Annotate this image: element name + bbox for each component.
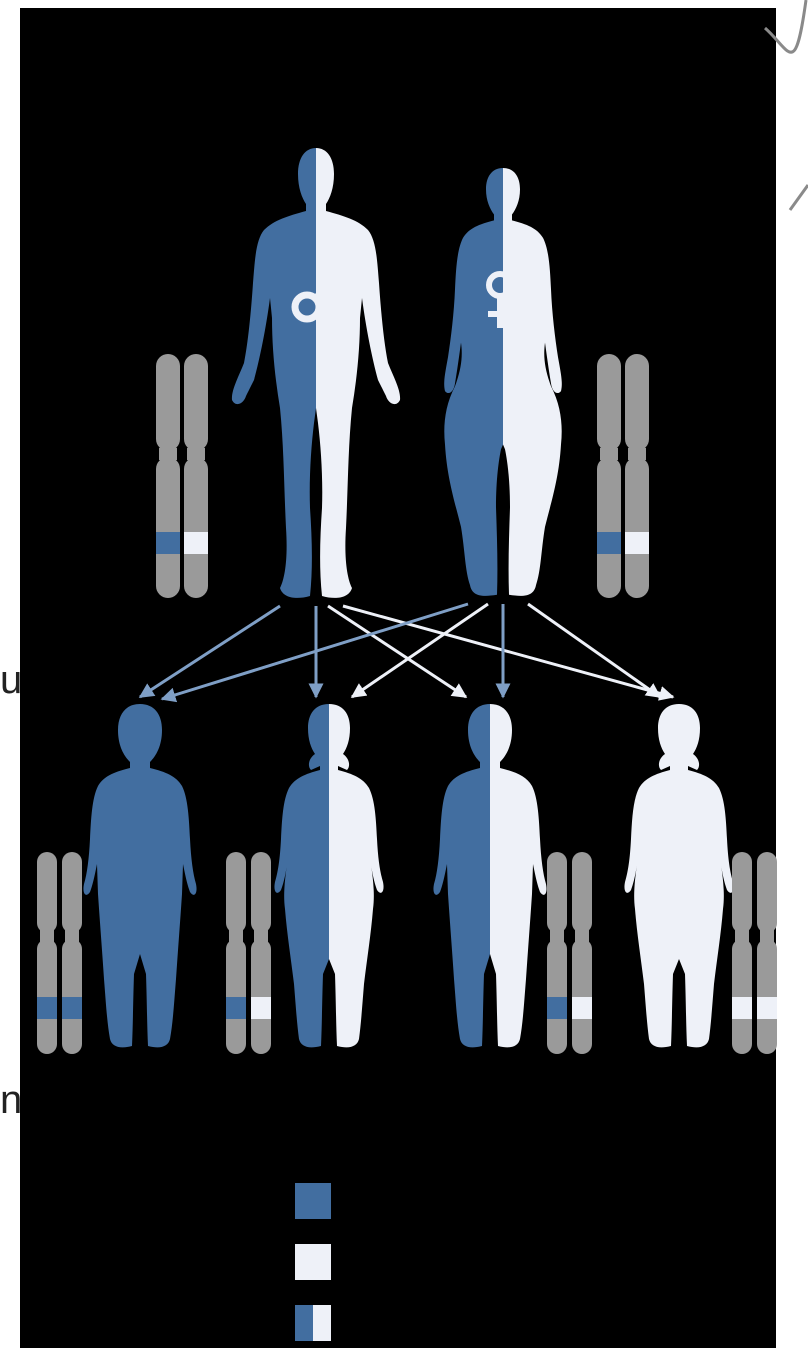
allele-band	[184, 532, 208, 554]
child-chromosome-pair-4	[732, 852, 777, 1054]
allele-band	[62, 997, 82, 1019]
allele-band	[732, 997, 752, 1019]
affected-swatch-icon	[295, 1183, 331, 1219]
mother-chromosome-pair	[597, 354, 649, 598]
allele-band	[625, 532, 649, 554]
child-chromosome-pair-2	[226, 852, 271, 1054]
inheritance-arrow-6	[350, 602, 489, 699]
unaffected-swatch-icon	[295, 1244, 331, 1280]
allele-band	[37, 997, 57, 1019]
inheritance-arrow-4	[342, 604, 675, 701]
allele-band	[757, 997, 777, 1019]
inheritance-arrow-8	[527, 602, 662, 699]
allele-band	[597, 532, 621, 554]
child-figure-4	[624, 704, 734, 1048]
decorative-curve	[788, 184, 808, 211]
child-chromosome-pair-1	[37, 852, 82, 1054]
inheritance-arrows	[138, 602, 675, 703]
allele-band	[547, 997, 567, 1019]
inheritance-arrow-3	[327, 604, 468, 699]
female-sex-symbol-icon	[486, 271, 514, 328]
inheritance-arrow-5	[160, 602, 469, 703]
father-figure	[231, 148, 401, 598]
inheritance-diagram-panel	[20, 8, 776, 1348]
carrier-swatch-icon	[295, 1305, 331, 1341]
allele-band	[226, 997, 246, 1019]
child-figure-2	[274, 704, 384, 1048]
father-chromosome-pair	[156, 354, 208, 598]
inheritance-arrow-1	[138, 604, 281, 699]
child-chromosome-pair-3	[547, 852, 592, 1054]
allele-band	[251, 997, 271, 1019]
child-figure-1	[83, 704, 197, 1048]
male-sex-symbol-icon	[291, 273, 341, 323]
decorative-curve	[764, 0, 808, 54]
child-figure-3	[433, 704, 547, 1048]
mother-figure	[444, 168, 562, 596]
cropped-text-n: n	[0, 1078, 23, 1122]
allele-band	[572, 997, 592, 1019]
cropped-text-u: u	[0, 658, 23, 702]
allele-band	[156, 532, 180, 554]
legend	[295, 1183, 331, 1341]
